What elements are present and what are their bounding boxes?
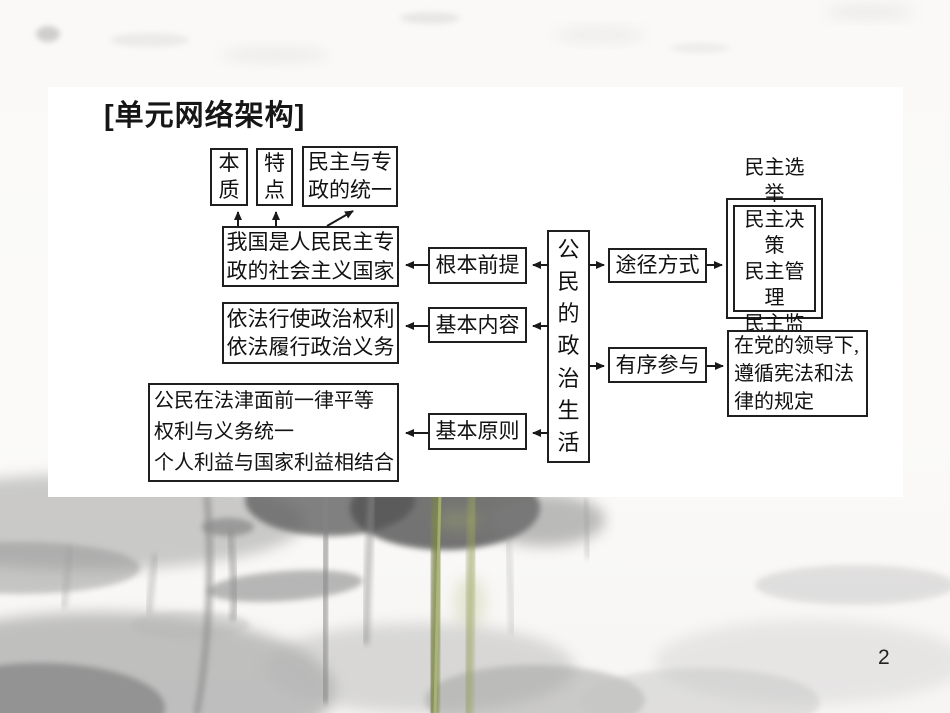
box-feature: 特 点	[256, 148, 293, 206]
box-democracy-dictatorship-unity: 民主与专 政的统一	[302, 146, 398, 207]
box-party-leadership: 在党的领导下, 遵循宪法和法 律的规定	[727, 330, 868, 417]
box-rights-and-duties: 依法行使政治权利 依法履行政治义务	[222, 302, 399, 364]
box-fundamental-premise: 根本前提	[428, 247, 527, 284]
box-basic-content: 基本内容	[428, 307, 527, 343]
box-principles-detail: 公民在法津面前一律平等 权利与义务统一 个人利益与国家利益相结合	[148, 383, 399, 482]
lotus-stems	[61, 488, 591, 713]
page-title: [单元网络架构]	[104, 100, 306, 132]
top-ink-speckles	[36, 5, 915, 63]
box-essence: 本 质	[210, 148, 248, 206]
bamboo-stalks	[427, 485, 486, 713]
box-orderly-participation: 有序参与	[608, 347, 707, 383]
lotus-leaves	[0, 464, 950, 713]
box-democracy-forms: 民主选举 民主决策 民主管理 民主监督	[726, 157, 823, 361]
box-basic-principles: 基本原则	[428, 413, 527, 450]
box-citizens-political-life: 公 民 的 政 治 生 活	[547, 230, 590, 463]
box-ways-and-means: 途径方式	[608, 248, 707, 283]
box-socialist-state: 我国是人民民主专 政的社会主义国家	[222, 226, 399, 287]
box-democracy-forms-inner: 民主选举 民主决策 民主管理 民主监督	[733, 157, 816, 361]
page-number: 2	[878, 646, 890, 669]
